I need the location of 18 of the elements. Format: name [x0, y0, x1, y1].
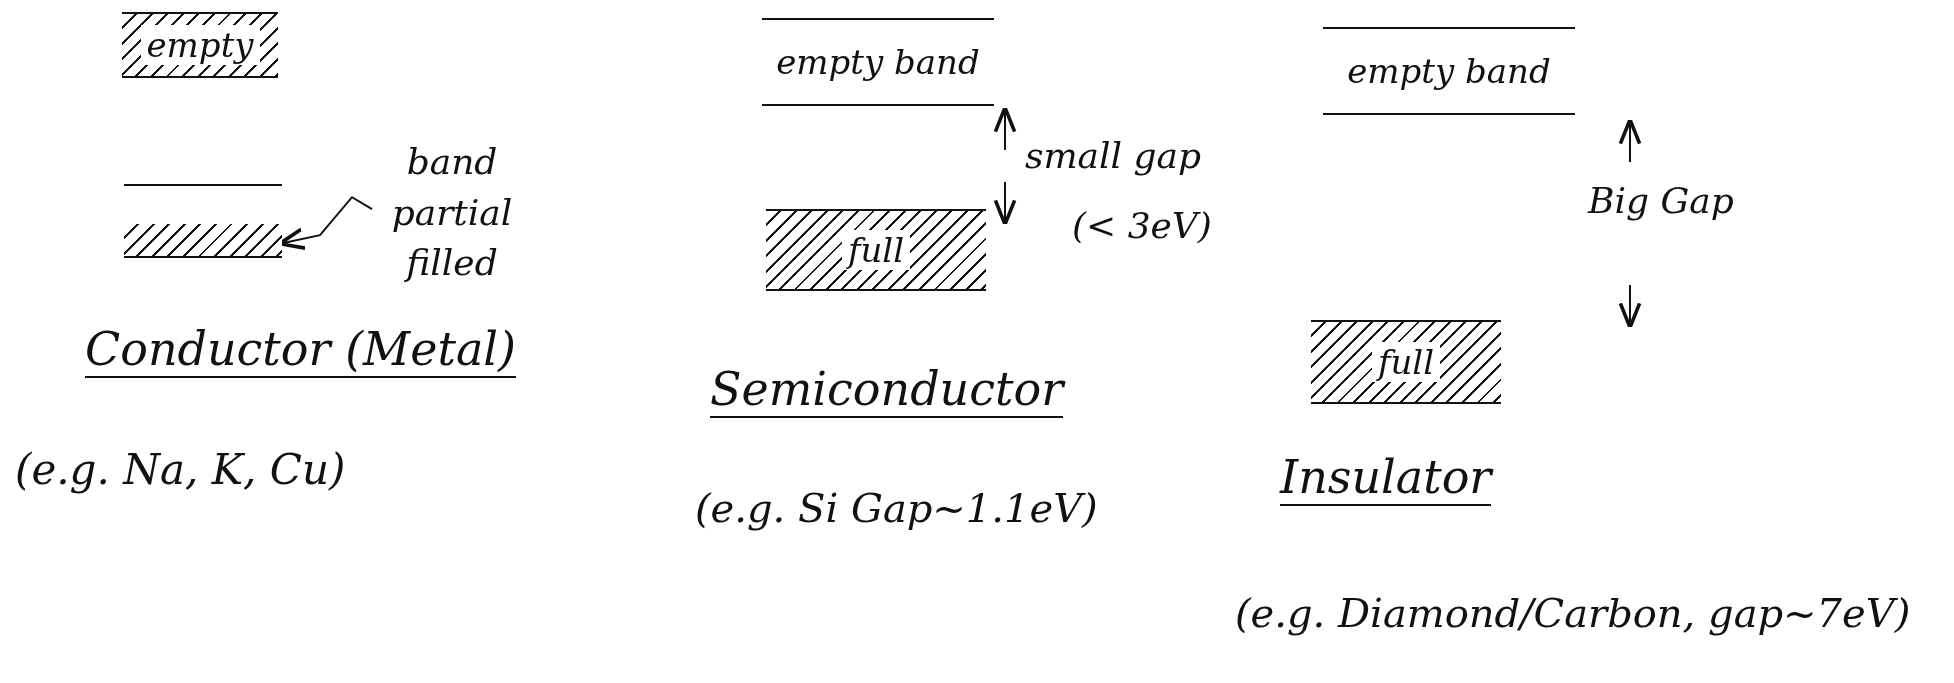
band-label: empty band — [1347, 51, 1551, 91]
annotation-text: small gap — [1025, 135, 1202, 176]
band-label: full — [841, 230, 911, 270]
energy-band — [1323, 27, 1575, 115]
category-title: Insulator — [1280, 450, 1492, 506]
annotation-text: (< 3eV) — [1072, 205, 1212, 246]
category-title: Semiconductor — [710, 362, 1064, 418]
energy-band — [762, 18, 994, 106]
band-label: full — [1371, 342, 1441, 382]
category-title: Conductor (Metal) — [85, 322, 516, 378]
band-label: empty — [140, 25, 260, 65]
annotation-text: (e.g. Si Gap~1.1eV) — [695, 485, 1098, 531]
annotation-text: band partial filled — [390, 140, 514, 286]
annotation-text: (e.g. Diamond/Carbon, gap~7eV) — [1235, 590, 1911, 636]
annotation-text: Big Gap — [1588, 180, 1734, 221]
partially-filled-band — [124, 184, 282, 258]
band-label: empty band — [776, 42, 980, 82]
annotation-text: (e.g. Na, K, Cu) — [15, 445, 346, 494]
